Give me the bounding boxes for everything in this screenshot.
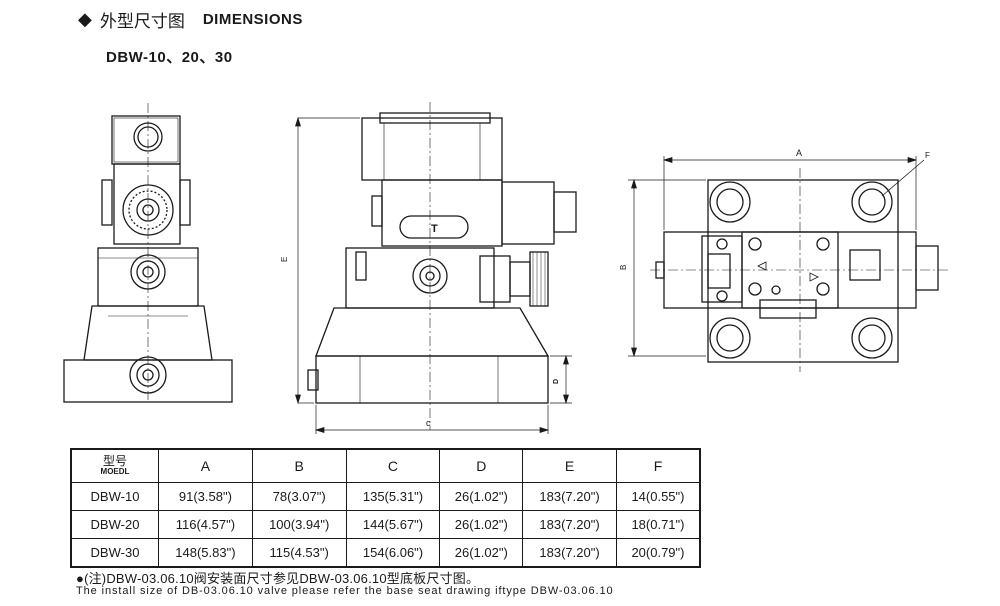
- value-cell: 20(0.79"): [615, 538, 701, 568]
- note-cn: ●(注)DBW-03.06.10阀安装面尺寸参见DBW-03.06.10型底板尺…: [76, 568, 479, 587]
- note-cn-text: (注)DBW-03.06.10阀安装面尺寸参见DBW-03.06.10型底板尺寸…: [84, 571, 480, 586]
- heading-cn: 外型尺寸图: [99, 12, 185, 31]
- column-header: B: [251, 448, 347, 483]
- top-view-drawing: [628, 156, 950, 372]
- model-cell: DBW-30: [70, 538, 159, 568]
- column-header: E: [522, 448, 617, 483]
- front-view-drawing: [295, 102, 577, 434]
- value-cell: 148(5.83"): [158, 538, 253, 568]
- section-heading: ◆ 外型尺寸图 DIMENSIONS: [78, 7, 303, 32]
- table-row: DBW-20 116(4.57") 100(3.94") 144(5.67") …: [70, 510, 701, 539]
- label-f: F: [925, 151, 930, 160]
- column-header: D: [439, 448, 524, 483]
- value-cell: 100(3.94"): [251, 510, 347, 539]
- label-b: B: [619, 265, 628, 270]
- model-header-cell: 型号 MOEDL: [70, 448, 159, 483]
- model-header-en: MOEDL: [100, 467, 130, 476]
- model-range: DBW-10、20、30: [106, 49, 233, 66]
- value-cell: 26(1.02"): [439, 510, 524, 539]
- label-a: A: [796, 148, 802, 158]
- table-row: DBW-30 148(5.83") 115(4.53") 154(6.06") …: [70, 538, 701, 568]
- column-header: A: [158, 448, 253, 483]
- dimension-drawings: E c D A B F T: [63, 102, 950, 434]
- model-cell: DBW-20: [70, 510, 159, 539]
- column-header: C: [345, 448, 441, 483]
- label-t: T: [431, 223, 438, 235]
- value-cell: 91(3.58"): [158, 482, 253, 511]
- heading-en: DIMENSIONS: [202, 11, 303, 28]
- bullet-icon: ●: [76, 571, 85, 586]
- label-e: E: [280, 257, 289, 262]
- model-cell: DBW-10: [70, 482, 159, 511]
- column-header: F: [615, 448, 701, 483]
- value-cell: 18(0.71"): [615, 510, 701, 539]
- value-cell: 183(7.20"): [522, 510, 617, 539]
- value-cell: 154(6.06"): [345, 538, 441, 568]
- table-row: DBW-10 91(3.58") 78(3.07") 135(5.31") 26…: [70, 482, 701, 511]
- value-cell: 183(7.20"): [522, 482, 617, 511]
- label-d: D: [553, 379, 560, 384]
- side-view-drawing: [63, 103, 233, 403]
- table-header-row: 型号 MOEDL A B C D E F: [70, 448, 701, 483]
- value-cell: 14(0.55"): [615, 482, 701, 511]
- model-header-cn: 型号: [102, 454, 127, 468]
- diamond-bullet-icon: ◆: [78, 9, 92, 29]
- value-cell: 26(1.02"): [439, 538, 524, 568]
- value-cell: 135(5.31"): [345, 482, 441, 511]
- value-cell: 26(1.02"): [439, 482, 524, 511]
- label-c: c: [426, 418, 431, 428]
- value-cell: 115(4.53"): [251, 538, 347, 568]
- value-cell: 144(5.67"): [345, 510, 441, 539]
- note-en: The install size of DB-03.06.10 valve pl…: [76, 585, 614, 597]
- value-cell: 183(7.20"): [522, 538, 617, 568]
- value-cell: 78(3.07"): [251, 482, 347, 511]
- dimensions-table: 型号 MOEDL A B C D E F DBW-10 91(3.58") 78…: [70, 448, 701, 568]
- value-cell: 116(4.57"): [158, 510, 253, 539]
